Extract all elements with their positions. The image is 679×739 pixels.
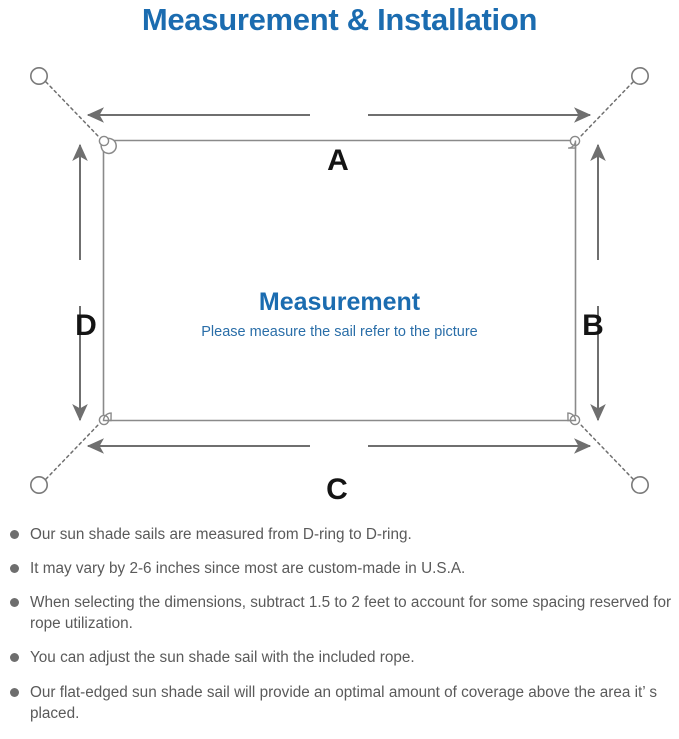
bullet-icon <box>10 598 19 608</box>
notes-list: Our sun shade sails are measured from D-… <box>0 524 679 737</box>
dimension-label-c: C <box>326 473 348 506</box>
list-item: When selecting the dimensions, subtract … <box>0 592 679 634</box>
rope-line-top-right <box>579 81 634 138</box>
note-text: Our sun shade sails are measured from D-… <box>30 526 412 543</box>
note-text: When selecting the dimensions, subtract … <box>30 594 672 633</box>
d-ring-top-left <box>98 135 117 155</box>
diagram-center-subheading: Please measure the sail refer to the pic… <box>201 324 478 340</box>
diagram-center-heading: Measurement <box>258 288 421 316</box>
d-ring-bottom-left <box>98 412 112 426</box>
d-ring-top-right <box>568 135 581 149</box>
page-title: Measurement & Installation <box>141 2 538 37</box>
dimension-label-a: A <box>327 144 349 177</box>
note-text: Our flat-edged sun shade sail will provi… <box>30 683 657 722</box>
rope-line-bottom-right <box>579 423 634 480</box>
list-item: You can adjust the sun shade sail with t… <box>0 647 679 668</box>
dimension-label-d: D <box>75 309 97 342</box>
list-item: Our sun shade sails are measured from D-… <box>0 524 679 545</box>
dimension-label-b: B <box>582 309 604 342</box>
bullet-icon <box>10 687 19 697</box>
sail-rectangle <box>102 139 577 422</box>
measurement-diagram: Measurement Please measure the sail refe… <box>0 48 679 513</box>
rope-line-bottom-left <box>45 423 100 480</box>
anchor-point-top-right <box>630 66 649 85</box>
anchor-point-top-left <box>29 66 48 85</box>
anchor-point-bottom-right <box>630 475 649 494</box>
list-item: It may vary by 2-6 inches since most are… <box>0 558 679 579</box>
diagram-svg <box>29 66 649 494</box>
bullet-icon <box>10 530 19 539</box>
list-item: Our flat-edged sun shade sail will provi… <box>0 682 679 724</box>
bullet-icon <box>10 653 19 663</box>
anchor-point-bottom-left <box>29 475 48 494</box>
rope-line-top-left <box>45 81 100 138</box>
d-ring-bottom-right <box>567 412 581 426</box>
bullet-icon <box>10 564 19 574</box>
note-text: You can adjust the sun shade sail with t… <box>30 649 415 667</box>
note-text: It may vary by 2-6 inches since most are… <box>30 560 466 578</box>
